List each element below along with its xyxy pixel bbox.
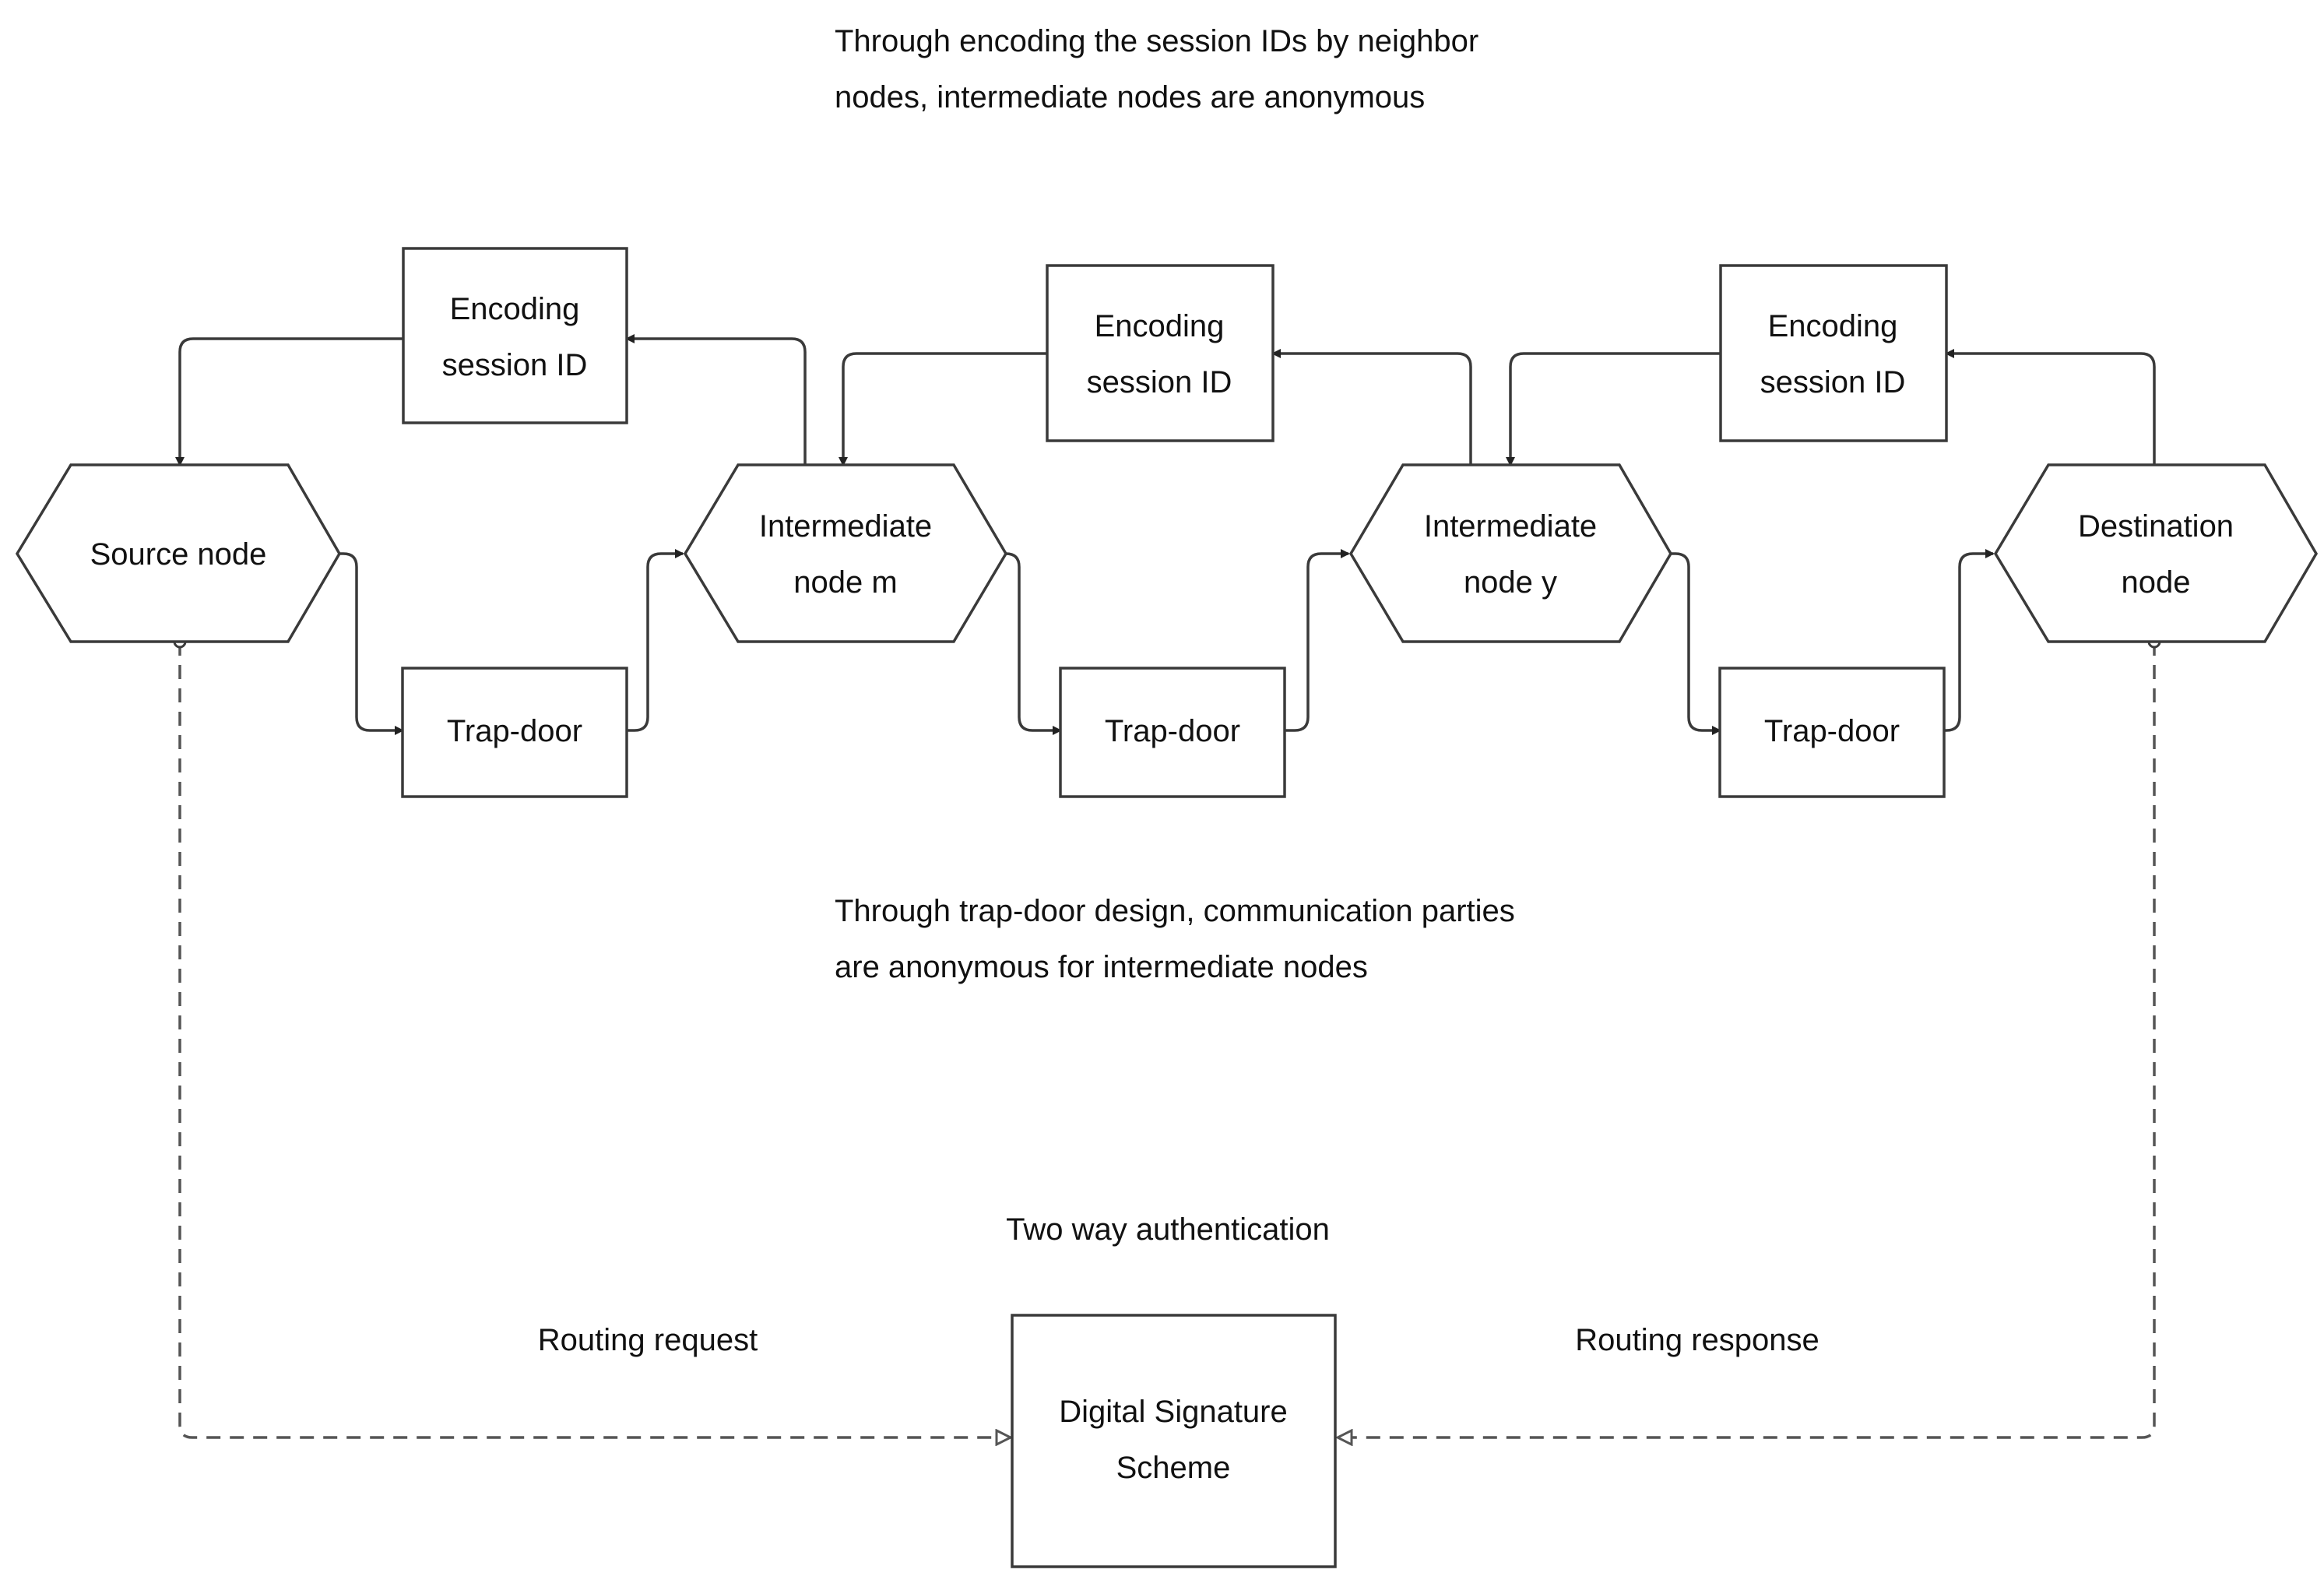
trap-door-label: Trap-door — [447, 714, 582, 748]
destination-node: Destination node — [1993, 463, 2319, 643]
connector-intermediate-m-to-trapdoor-2 — [1005, 552, 1062, 735]
source-node-label: Source node — [90, 537, 267, 572]
routing-response-path — [1338, 642, 2156, 1437]
intermediate-node-y-label-line2: node y — [1464, 565, 1557, 600]
trap-door-label: Trap-door — [1105, 714, 1240, 748]
digital-signature-scheme-box: Digital Signature Scheme — [1011, 1314, 1337, 1568]
connector-encoding-1-to-source — [175, 337, 403, 466]
trap-door-label: Trap-door — [1764, 714, 1900, 748]
connector-trapdoor-1-to-intermediate-m — [627, 549, 684, 732]
trap-door-box: Trap-door — [1718, 667, 1946, 798]
intermediate-node-y-label-line1: Intermediate — [1424, 509, 1597, 544]
destination-node-label-line2: node — [2122, 565, 2191, 600]
routing-response-label: Routing response — [1575, 1323, 1819, 1357]
trap-door-box: Trap-door — [1059, 667, 1286, 798]
routing-request-label: Routing request — [538, 1323, 758, 1357]
intermediate-node-y: Intermediate node y — [1348, 463, 1673, 643]
two-way-authentication-label: Two way authentication — [1006, 1212, 1330, 1247]
encoding-box-label-line2: session ID — [442, 348, 588, 382]
top-caption-line2: nodes, intermediate nodes are anonymous — [835, 80, 1425, 114]
destination-node-label-line1: Destination — [2078, 509, 2234, 544]
source-node: Source node — [15, 463, 342, 643]
connector-trapdoor-2-to-intermediate-y — [1285, 549, 1350, 732]
intermediate-node-m: Intermediate node m — [683, 463, 1008, 643]
encoding-box-label-line1: Encoding — [450, 292, 580, 326]
intermediate-node-m-label-line2: node m — [793, 565, 897, 600]
connector-destination-to-encoding-3 — [1945, 349, 2156, 465]
encoding-box-label-line1: Encoding — [1768, 309, 1898, 343]
encoding-box-label-line2: session ID — [1760, 365, 1906, 399]
connector-source-to-trapdoor-1 — [339, 552, 404, 735]
connector-encoding-2-to-intermediate-m — [839, 352, 1047, 466]
middle-caption-line2: are anonymous for intermediate nodes — [835, 950, 1368, 984]
connector-encoding-3-to-intermediate-y — [1506, 352, 1721, 466]
connector-trapdoor-3-to-destination — [1944, 549, 1995, 732]
digital-signature-label-line1: Digital Signature — [1059, 1395, 1288, 1429]
routing-request-path — [178, 642, 1011, 1437]
middle-caption-line1: Through trap-door design, communication … — [835, 894, 1515, 928]
top-caption-line1: Through encoding the session IDs by neig… — [835, 24, 1478, 58]
encoding-session-id-box: Encoding session ID — [1719, 264, 1948, 442]
encoding-session-id-box: Encoding session ID — [402, 247, 628, 424]
connector-intermediate-m-to-encoding-1 — [625, 334, 807, 465]
digital-signature-label-line2: Scheme — [1116, 1451, 1231, 1485]
connector-intermediate-y-to-encoding-2 — [1271, 349, 1472, 465]
encoding-box-label-line2: session ID — [1087, 365, 1232, 399]
connector-intermediate-y-to-trapdoor-3 — [1671, 552, 1721, 735]
encoding-box-label-line1: Encoding — [1095, 309, 1225, 343]
intermediate-node-m-label-line1: Intermediate — [759, 509, 932, 544]
trap-door-box: Trap-door — [401, 667, 628, 798]
encoding-session-id-box: Encoding session ID — [1046, 264, 1275, 442]
